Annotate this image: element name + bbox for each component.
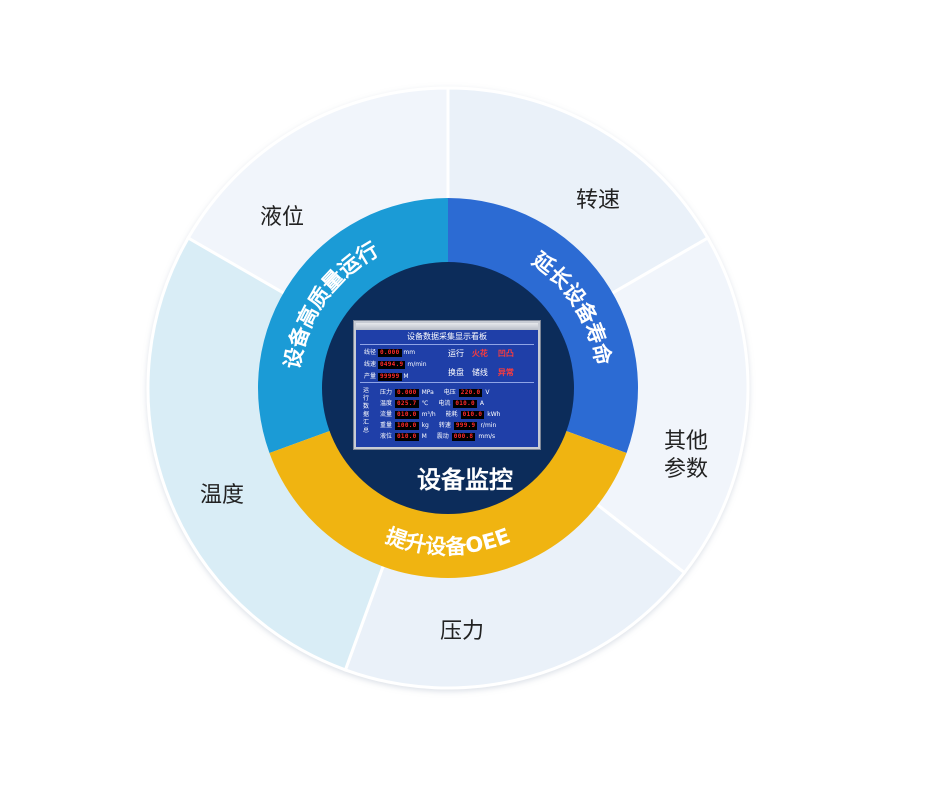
spark-label: 火花 [471,349,488,358]
board-row-line-diameter: 线径 0.000 mm [364,347,415,357]
board-led-value: 0.000 [395,389,419,397]
line-diameter-value: 0.000 [377,349,402,357]
board-param-label: 温度 [380,400,393,407]
board-led-value: 010.0 [395,433,419,441]
line-diameter-label: 线径 [364,349,377,356]
label-liquid-level: 液位 [259,205,304,230]
board-led-value: 010.0 [395,411,419,419]
board-param-label: 电压 [443,389,456,396]
board-unit: M [421,433,427,440]
board-param-label: 流量 [380,411,393,418]
board-unit: ℃ [421,400,429,407]
line-speed-unit: m/min [407,361,427,368]
board-unit: MPa [421,389,434,396]
change-label: 换盘 [448,368,464,377]
board-param-label: 震动 [436,433,449,440]
board-led-value: 010.0 [460,411,485,419]
output-value: 99999 [377,373,402,381]
label-other-params-line2: 参数 [663,457,708,482]
board-param-label: 液位 [380,433,393,440]
line-diameter-unit: mm [403,349,416,356]
label-temperature: 温度 [199,483,244,508]
board-param-label: 转速 [438,422,451,429]
output-label: 产量 [364,373,377,380]
board-title: 设备数据采集显示看板 [360,330,534,345]
board-led-value: 000.8 [451,433,476,441]
label-other-params-line1: 其他 [663,429,708,454]
label-pressure: 压力 [439,619,484,644]
board-status-row-2: 换盘 储线 异常 [448,367,514,378]
board-param-label: 压力 [380,389,393,396]
abnormal-label: 异常 [497,368,514,377]
label-rotation-speed: 转速 [575,188,620,213]
board-unit: V [485,389,490,396]
board-frame-top [356,323,538,330]
board-side-label: 运行数据汇总 [362,387,369,434]
line-speed-label: 线速 [364,361,377,368]
board-unit: m³/h [421,411,436,418]
center-title: 设备监控 [417,466,513,494]
board-param-label: 能耗 [445,411,458,418]
label-other-params: 其他 参数 [656,428,716,484]
board-unit: r/min [480,422,497,429]
middle-sector-high-quality [257,198,448,453]
board-divider [360,382,534,383]
board-led-value: 220.0 [458,389,483,397]
board-status-row-1: 运行 火花 凹凸 [448,348,514,359]
line-speed-value: 0494.9 [377,361,406,369]
board-led-value: 100.0 [395,422,419,430]
board-unit: kWh [487,411,501,418]
run-label: 运行 [448,349,464,358]
middle-ring [257,198,639,579]
output-unit: M [403,373,409,380]
board-led-value: 999.9 [453,422,478,430]
middle-sector-oee [269,430,627,579]
board-unit: mm/s [478,433,496,440]
board-row-output: 产量 99999 M [364,371,409,381]
bump-label: 凹凸 [497,349,514,358]
board-unit: A [479,400,485,407]
middle-sector-extend-life [448,198,639,453]
board-unit: kg [421,422,429,429]
board-led-value: 010.0 [453,400,477,408]
store-label: 储线 [471,368,488,377]
board-param-label: 电流 [438,400,451,407]
board-param-label: 重量 [380,422,393,429]
board-led-value: 025.7 [395,400,419,408]
data-display-board: 设备数据采集显示看板 线径 0.000 mm 线速 0494.9 m/min 产… [354,321,540,449]
board-row-line-speed: 线速 0494.9 m/min [364,359,427,369]
